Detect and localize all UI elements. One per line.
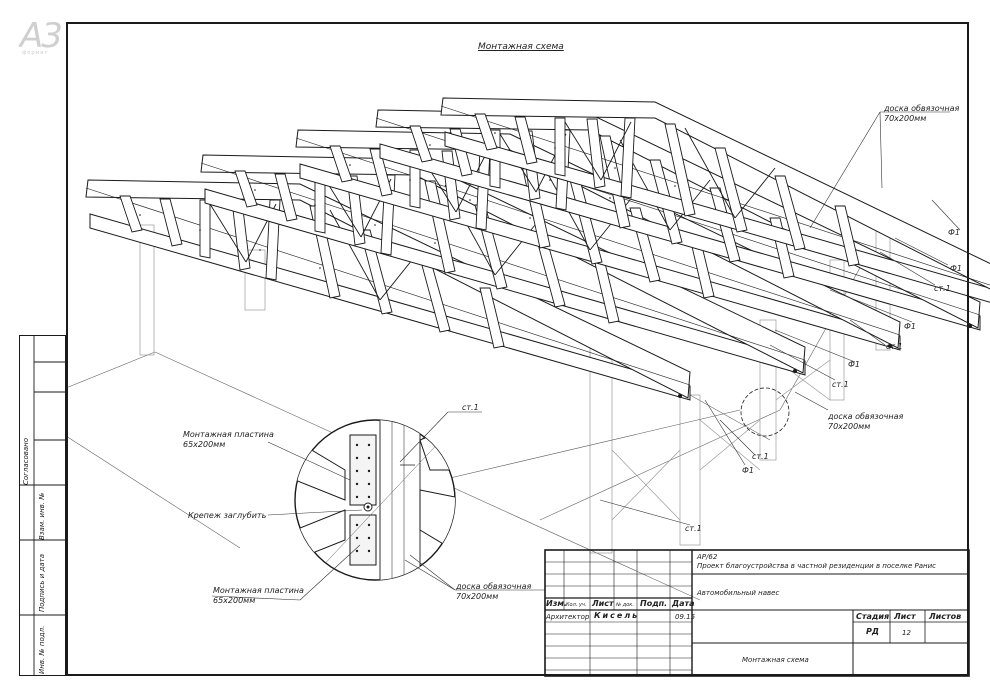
- title-block-grid: [544, 549, 970, 677]
- label-detail-board-size: 70х200мм: [456, 592, 499, 601]
- sign-date: 09.15: [675, 613, 696, 621]
- label-f1-e: Ф1: [742, 466, 754, 475]
- detail-callout: [211, 409, 741, 601]
- header-data: Дата: [672, 599, 695, 608]
- label-plate-bottom: Монтажная пластина: [213, 586, 304, 595]
- role-architect: Архитектор: [546, 613, 590, 621]
- format-mark: А3: [20, 16, 63, 56]
- side-stamp: [19, 335, 66, 676]
- label-f1-d: Ф1: [848, 360, 860, 369]
- label-plate-bottom-size: 65х200мм: [213, 596, 256, 605]
- sheet-header: Лист: [894, 612, 916, 621]
- stage-value: РД: [866, 627, 879, 636]
- header-podp: Подп.: [640, 599, 668, 608]
- sheet-frame: [66, 22, 969, 676]
- agreed-label: Согласовано: [22, 437, 30, 485]
- side-stamp-grid: [19, 335, 66, 676]
- header-izm: Изм.: [546, 599, 567, 608]
- label-st1-a: ст.1: [934, 284, 951, 293]
- format-caption: формат: [22, 50, 49, 56]
- label-st1-d: ст.1: [752, 452, 769, 461]
- label-st1-c: ст.1: [832, 380, 849, 389]
- label-plate-top-size: 65х200мм: [183, 440, 226, 449]
- stage-header: Стадия: [856, 612, 890, 621]
- person-name: Кисель: [594, 611, 640, 620]
- sheets-header: Листов: [929, 612, 962, 621]
- label-st1-e: ст.1: [685, 524, 702, 533]
- label-f1-b: Ф1: [950, 264, 962, 273]
- label-board-top: доска обвязочная: [884, 104, 960, 113]
- label-board-top-size: 70х200мм: [884, 114, 927, 123]
- sign-date-label: Подпись и дата: [38, 554, 46, 612]
- sheet-name: Монтажная схема: [742, 656, 809, 664]
- label-board-mid: доска обвязочная: [828, 412, 904, 421]
- header-kol: Кол. уч.: [566, 602, 587, 608]
- doc-code: АР/62: [697, 553, 718, 561]
- label-st1-f: ст.1: [462, 403, 479, 412]
- header-ndok: № док.: [616, 602, 634, 608]
- label-detail-board: доска обвязочная: [456, 582, 532, 591]
- replace-inv-label: Взам. инв. №: [38, 492, 46, 540]
- sheet-value: 12: [902, 629, 911, 637]
- drawing-title: Монтажная схема: [478, 42, 564, 52]
- trusses: [85, 97, 990, 401]
- header-list: Лист: [592, 599, 614, 608]
- label-f1-c: Ф1: [904, 322, 916, 331]
- label-f1-a: Ф1: [948, 228, 960, 237]
- label-st1-b: ст.1: [886, 342, 903, 351]
- label-fastener: Крепеж заглубить: [188, 511, 267, 520]
- object-name: Автомобильный навес: [697, 589, 780, 597]
- leaders: [599, 111, 961, 526]
- inv-orig-label: Инв. № подл.: [38, 625, 46, 674]
- label-plate-top: Монтажная пластина: [183, 430, 274, 439]
- label-board-mid-size: 70х200мм: [828, 422, 871, 431]
- project-name: Проект благоустройства в частной резиден…: [697, 562, 937, 570]
